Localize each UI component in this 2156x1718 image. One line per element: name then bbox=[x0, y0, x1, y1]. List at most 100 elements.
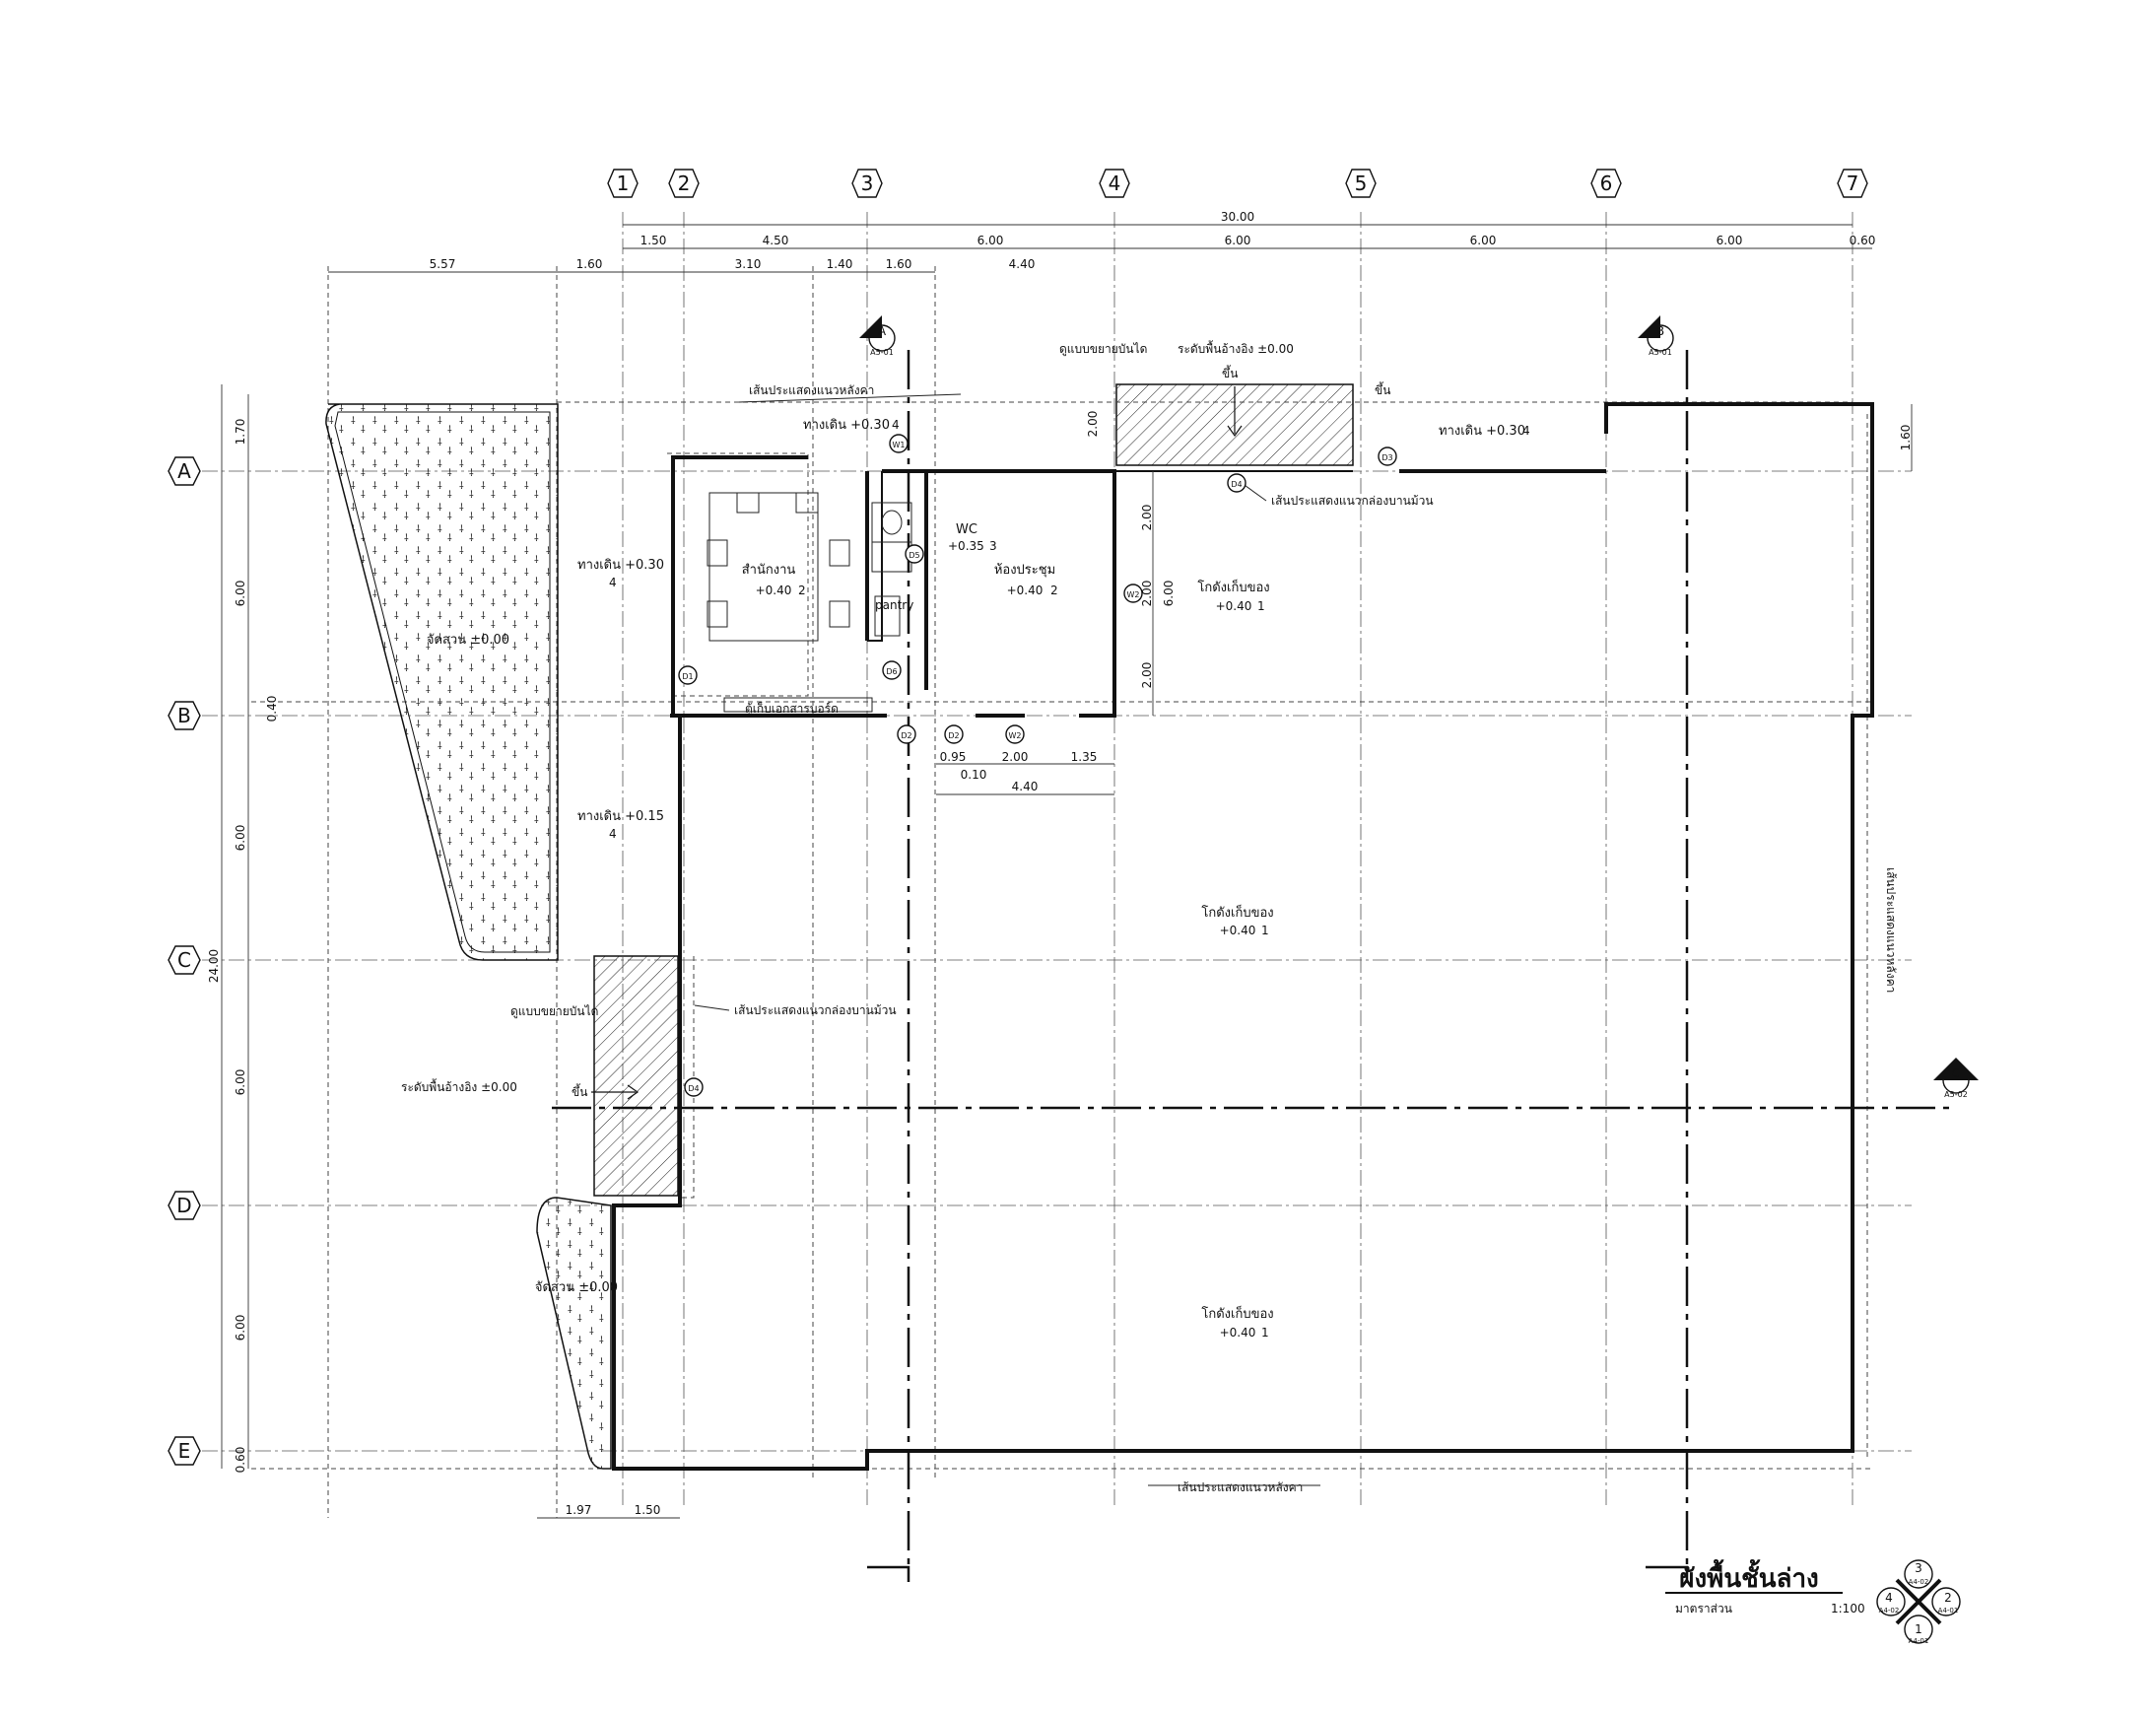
note-up-top: ขึ้น bbox=[1222, 365, 1238, 380]
grid-col-2: 2 bbox=[678, 172, 691, 195]
dim-right-top: 1.60 bbox=[1899, 425, 1913, 451]
room-wc-name: WC bbox=[956, 522, 977, 537]
dim-office-2: 2.00 bbox=[1002, 750, 1029, 764]
dim-total-top: 30.00 bbox=[1221, 210, 1254, 224]
walk-left1-name: ทางเดิน +0.30 bbox=[577, 558, 664, 573]
room-store2-name: โกดังเก็บของ bbox=[1201, 903, 1273, 921]
note-ground-top: ระดับพื้นอ้างอิง ±0.00 bbox=[1178, 340, 1294, 356]
room-store3-tag: 1 bbox=[1261, 1326, 1269, 1340]
section-c-sheet: A5-02 bbox=[1944, 1090, 1968, 1099]
grid-col-4: 4 bbox=[1109, 172, 1121, 195]
room-store1-level: +0.40 bbox=[1216, 599, 1252, 613]
dim-left-5: 6.00 bbox=[234, 1069, 247, 1096]
grid-col-5: 5 bbox=[1355, 172, 1368, 195]
key-3: 3 bbox=[1915, 1561, 1922, 1575]
dim-office-5: 4.40 bbox=[1012, 780, 1039, 793]
dim-left-3: 0.40 bbox=[265, 696, 279, 722]
section-markers: A A5-01 B A5-01 C A5-02 bbox=[859, 315, 1979, 1099]
grid-col-7: 7 bbox=[1847, 172, 1859, 195]
dim-meeting-2: 2.00 bbox=[1140, 581, 1154, 607]
dim-left-1: 1.70 bbox=[234, 419, 247, 446]
walk-top-tag: 4 bbox=[892, 418, 900, 432]
dim-left-4: 6.00 bbox=[234, 825, 247, 852]
room-pantry-name: pantry bbox=[875, 598, 913, 612]
section-a-letter: A bbox=[878, 324, 887, 338]
dim-meeting-3: 2.00 bbox=[1140, 662, 1154, 689]
window-tag-w2a: W2 bbox=[1009, 731, 1022, 740]
dim-top-3: 6.00 bbox=[977, 234, 1004, 247]
room-wc-tag: 3 bbox=[989, 539, 997, 553]
walls bbox=[612, 402, 1874, 1471]
dim-left-total: 24.00 bbox=[207, 949, 221, 983]
dim-top-1: 1.50 bbox=[640, 234, 667, 247]
walk-top-name: ทางเดิน +0.30 bbox=[803, 418, 890, 433]
dim-garden-2: 1.50 bbox=[635, 1503, 661, 1517]
dim-top2-3: 3.10 bbox=[735, 257, 762, 271]
note-ground-left: ระดับพื้นอ้างอิง ±0.00 bbox=[401, 1078, 517, 1094]
plan-subtitle: มาตราส่วน bbox=[1675, 1602, 1732, 1615]
section-a-sheet: A5-01 bbox=[870, 348, 894, 357]
dim-office-4: 0.10 bbox=[961, 768, 987, 782]
walk-left2-tag: 4 bbox=[609, 827, 617, 841]
note-roof-bottom: เส้นประแสดงแนวหลังคา bbox=[1178, 1480, 1303, 1494]
dim-top-2: 4.50 bbox=[763, 234, 789, 247]
note-roof-top: เส้นประแสดงแนวหลังคา bbox=[749, 383, 874, 397]
room-meeting-name: ห้องประชุม bbox=[994, 563, 1055, 578]
door-tag-d2b: D2 bbox=[948, 731, 959, 740]
grid-row-b: B bbox=[177, 704, 191, 727]
dim-top-6: 6.00 bbox=[1717, 234, 1743, 247]
note-shutter-left: เส้นประแสดงแนวกล่องบานม้วน bbox=[734, 1003, 897, 1017]
room-office-level: +0.40 bbox=[756, 584, 792, 597]
dim-top2-6: 4.40 bbox=[1009, 257, 1036, 271]
grid-col-3: 3 bbox=[861, 172, 874, 195]
room-store1-tag: 1 bbox=[1257, 599, 1265, 613]
dim-top2-5: 1.60 bbox=[886, 257, 912, 271]
garden-label-1: จัดสวน ±0.00 bbox=[427, 633, 509, 648]
note-ramp-ref-top: ดูแบบขยายบันได bbox=[1059, 342, 1147, 357]
left-dimensions: 24.00 1.70 6.00 0.40 6.00 6.00 6.00 0.60 bbox=[207, 384, 279, 1473]
room-store3-name: โกดังเก็บของ bbox=[1201, 1304, 1273, 1322]
note-up-top2: ขึ้น bbox=[1375, 381, 1390, 397]
key-sheet-left: A4-02 bbox=[1879, 1607, 1900, 1615]
office-dims: 0.95 2.00 1.35 0.10 4.40 2.00 2.00 2.00 … bbox=[537, 404, 1913, 1519]
room-office-tag: 2 bbox=[798, 584, 806, 597]
note-shutter-top: เส้นประแสดงแนวกล่องบานม้วน bbox=[1271, 494, 1434, 508]
door-tag-d5: D5 bbox=[909, 551, 919, 560]
roof-lines bbox=[557, 401, 1868, 1459]
plan-title: ผังพื้นชั้นล่าง bbox=[1679, 1558, 1819, 1594]
door-tag-d6: D6 bbox=[886, 667, 897, 676]
room-store2-level: +0.40 bbox=[1220, 924, 1256, 937]
notes: เส้นประแสดงแนวหลังคา เส้นประแสดงแนวกล่อง… bbox=[401, 340, 1898, 1494]
door-tag-d4a: D4 bbox=[1231, 480, 1242, 489]
dim-top-4: 6.00 bbox=[1225, 234, 1251, 247]
dim-office-1: 0.95 bbox=[940, 750, 967, 764]
key-1: 1 bbox=[1915, 1622, 1922, 1636]
title-block: ผังพื้นชั้นล่าง มาตราส่วน 1:100 3 2 1 4 … bbox=[1665, 1558, 1961, 1645]
grid-row-e: E bbox=[178, 1439, 191, 1463]
door-window-tags: D1 D2 D2 D3 D4 D4 D5 D6 W1 W2 W2 bbox=[678, 434, 1397, 1097]
dim-left-6: 6.00 bbox=[234, 1315, 247, 1341]
section-b-sheet: A5-01 bbox=[1649, 348, 1672, 357]
top-dimensions: 30.00 1.50 4.50 6.00 6.00 6.00 6.00 0.60… bbox=[328, 210, 1875, 273]
ramps bbox=[593, 383, 1354, 1197]
dim-top2-4: 1.40 bbox=[827, 257, 853, 271]
room-meeting-level: +0.40 bbox=[1007, 584, 1044, 597]
grid-row-c: C bbox=[177, 948, 191, 972]
room-office-name: สำนักงาน bbox=[742, 563, 796, 578]
key-2: 2 bbox=[1944, 1591, 1952, 1605]
grid-row-a: A bbox=[177, 459, 191, 483]
dim-top2-1: 5.57 bbox=[430, 257, 456, 271]
window-tag-w1: W1 bbox=[893, 441, 906, 449]
gardens: จัดสวน ±0.00 จัดสวน ±0.00 bbox=[325, 403, 618, 1470]
door-tag-d3: D3 bbox=[1381, 453, 1392, 462]
dim-top2-2: 1.60 bbox=[576, 257, 603, 271]
dim-meeting-total: 6.00 bbox=[1162, 581, 1176, 607]
row-bubbles: A B C D E bbox=[168, 456, 201, 1466]
door-tag-d2a: D2 bbox=[901, 731, 911, 740]
dim-left-7: 0.60 bbox=[234, 1447, 247, 1474]
note-ramp-ref-left: ดูแบบขยายบันได bbox=[510, 1004, 598, 1019]
doc-cabinet-label: ตู้เก็บเอกสารบอร์ด bbox=[745, 701, 839, 717]
room-wc-level: +0.35 bbox=[948, 539, 984, 553]
